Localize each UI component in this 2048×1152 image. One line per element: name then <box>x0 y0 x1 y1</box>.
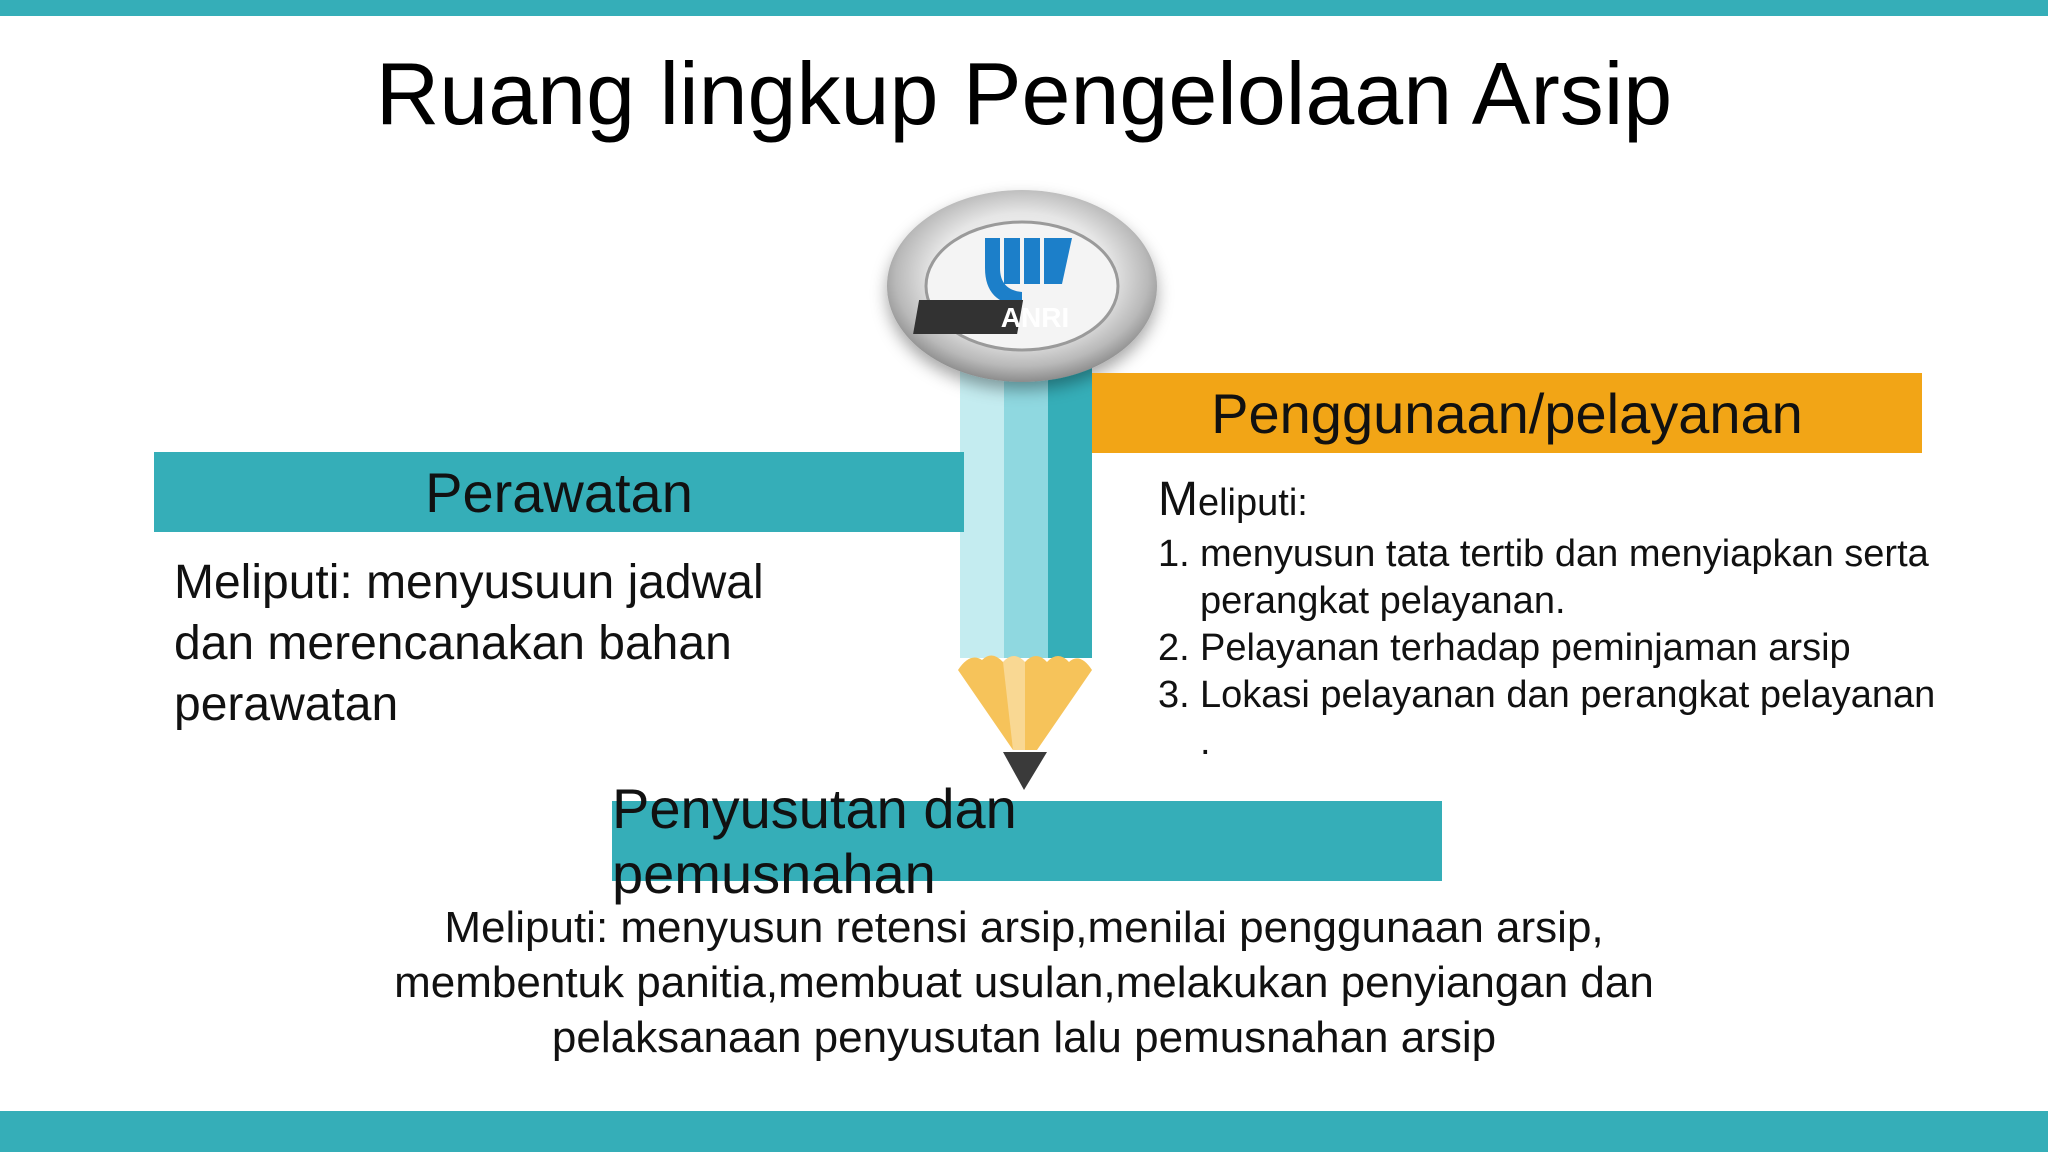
penggunaan-description: Meliputi: 1.menyusun tata tertib dan men… <box>1158 474 2018 766</box>
logo-text: ANRI <box>1001 302 1069 333</box>
slide-title: Ruang lingkup Pengelolaan Arsip <box>375 44 1673 143</box>
penyusutan-description: Meliputi: menyusun retensi arsip,menilai… <box>394 903 1654 1062</box>
list-text: menyusun tata tertib dan menyiapkan sert… <box>1200 533 1929 622</box>
perawatan-description: Meliputi: menyusuun jadwal dan merencana… <box>174 556 764 731</box>
list-number: 1. <box>1158 533 1190 575</box>
pencil-stripe-light <box>960 368 1004 658</box>
pencil-wood-highlight <box>1003 656 1025 752</box>
list-trailing-dot: . <box>1200 721 1211 763</box>
list-item: 1.menyusun tata tertib dan menyiapkan se… <box>1158 531 2018 625</box>
pencil-wood-tip <box>958 655 1092 750</box>
pencil-stripe-dark <box>1048 368 1092 658</box>
penggunaan-list: 1.menyusun tata tertib dan menyiapkan se… <box>1158 531 2018 719</box>
list-number: 2. <box>1158 627 1190 669</box>
intro-first-letter: M <box>1158 473 1198 526</box>
penyusutan-banner: Penyusutan dan pemusnahan <box>612 777 1442 905</box>
list-item: 3.Lokasi pelayanan dan perangkat pelayan… <box>1158 672 2018 719</box>
pencil-lead <box>1003 752 1047 790</box>
bottom-accent-bar <box>0 1111 2048 1152</box>
anri-logo-icon: ANRI <box>887 190 1157 382</box>
perawatan-heading: Perawatan <box>425 460 693 524</box>
top-accent-bar <box>0 0 2048 16</box>
penggunaan-heading: Penggunaan/pelayanan <box>1211 381 1803 445</box>
list-text: Pelayanan terhadap peminjaman arsip <box>1200 627 1851 669</box>
perawatan-banner: Perawatan <box>154 452 964 532</box>
penyusutan-heading: Penyusutan dan pemusnahan <box>612 777 1017 905</box>
intro-rest: eliputi: <box>1197 482 1308 524</box>
pencil-stripe-mid <box>1004 368 1048 658</box>
penggunaan-banner: Penggunaan/pelayanan <box>1092 373 1922 453</box>
list-number: 3. <box>1158 674 1190 716</box>
penggunaan-intro: Meliputi: <box>1158 474 2018 529</box>
list-text: Lokasi pelayanan dan perangkat pelayanan <box>1200 674 1936 716</box>
list-item: 2.Pelayanan terhadap peminjaman arsip <box>1158 625 2018 672</box>
